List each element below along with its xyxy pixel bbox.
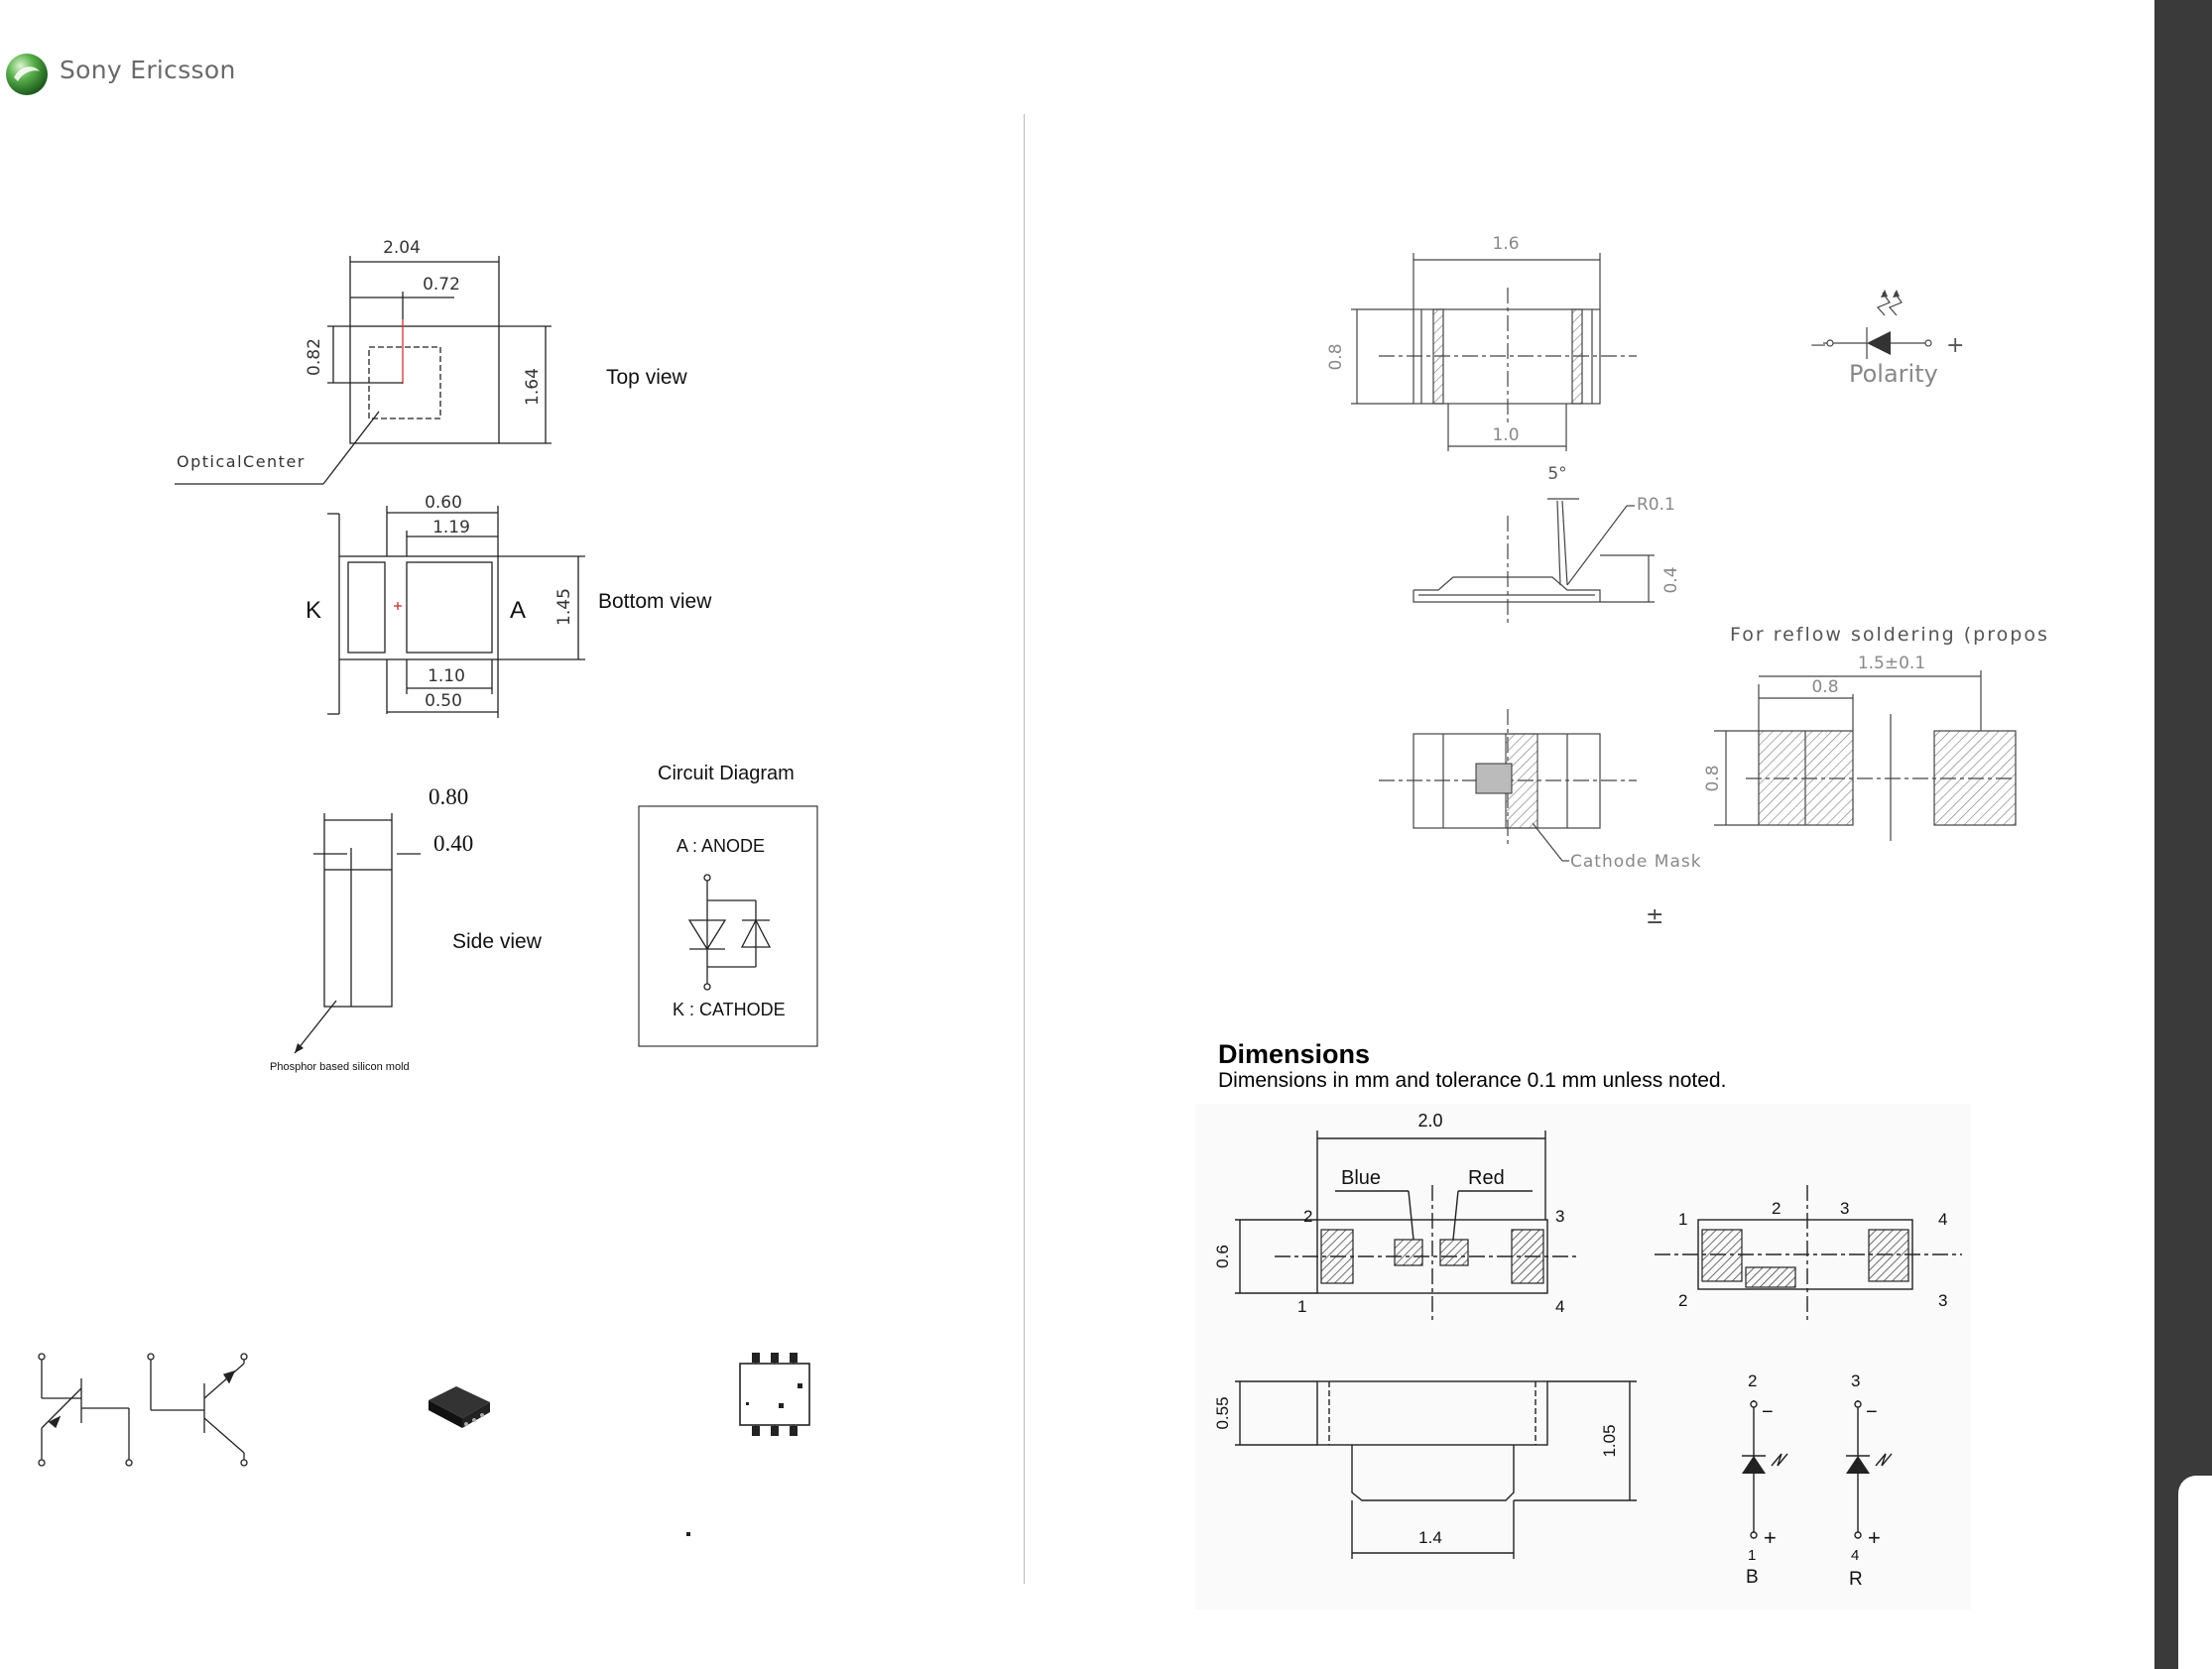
led-minus-r: − xyxy=(1866,1401,1878,1423)
right-dim-08: 0.8 xyxy=(1326,343,1346,370)
circuit-cathode-label: K : CATHODE xyxy=(673,1000,786,1019)
reflow-dim-15: 1.5±0.1 xyxy=(1858,654,1925,673)
top-view-dim-height: 1.64 xyxy=(523,368,543,406)
dims-06: 0.6 xyxy=(1213,1245,1232,1268)
dims-20: 2.0 xyxy=(1417,1111,1442,1131)
pin-3-left: 3 xyxy=(1555,1207,1564,1226)
led-pin-3: 3 xyxy=(1851,1371,1860,1390)
bottom-view-a: A xyxy=(510,597,526,624)
led-label-r: R xyxy=(1849,1569,1863,1590)
dimensions-title: Dimensions xyxy=(1218,1039,1371,1069)
side-radius: R0.1 xyxy=(1637,495,1675,515)
led-pin-4: 4 xyxy=(1851,1547,1859,1564)
circuit-anode-label: A : ANODE xyxy=(676,836,765,856)
top-view-dim-width: 2.04 xyxy=(383,238,421,258)
right-dim-10: 1.0 xyxy=(1492,425,1519,445)
pin-4-left: 4 xyxy=(1555,1297,1564,1316)
pin-3-right-bottom: 3 xyxy=(1938,1291,1947,1310)
bottom-view-k: K xyxy=(306,597,321,624)
pin-1-right: 1 xyxy=(1678,1210,1687,1229)
side-dim-04: 0.4 xyxy=(1661,566,1681,593)
dimensions-figure xyxy=(1195,1104,1971,1609)
brand-name: Sony Ericsson xyxy=(60,56,236,84)
side-view-dim-080: 0.80 xyxy=(429,784,468,809)
polarity-plus: + xyxy=(1946,333,1964,358)
top-view-label: Top view xyxy=(606,366,688,389)
reflow-dim-08b: 0.8 xyxy=(1703,765,1723,791)
bottom-view-dim-050: 0.50 xyxy=(425,691,462,711)
polarity-label: Polarity xyxy=(1849,360,1938,388)
chip-3d-icon xyxy=(429,1386,490,1428)
side-angle: 5° xyxy=(1547,464,1566,484)
brand-logo xyxy=(4,52,50,97)
dims-14: 1.4 xyxy=(1418,1528,1442,1547)
bottom-view-dim-110: 1.10 xyxy=(428,666,465,686)
pin-4-right: 4 xyxy=(1938,1210,1947,1229)
side-view-label: Side view xyxy=(452,930,543,953)
led-pin-1: 1 xyxy=(1748,1547,1756,1564)
cathode-mask-label: Cathode Mask xyxy=(1570,852,1702,872)
reflow-dim-08a: 0.8 xyxy=(1811,677,1838,697)
polarity-minus: − xyxy=(1809,333,1827,358)
pin-3-right: 3 xyxy=(1840,1199,1849,1218)
circuit-diagram-title: Circuit Diagram xyxy=(658,763,795,784)
column-divider xyxy=(1024,114,1025,1584)
dims-blue: Blue xyxy=(1341,1167,1381,1189)
phosphor-mold-label: Phosphor based silicon mold xyxy=(270,1061,410,1073)
side-view-dim-040: 0.40 xyxy=(433,831,473,856)
led-pin-2: 2 xyxy=(1748,1371,1757,1390)
bottom-view-label: Bottom view xyxy=(598,590,712,613)
right-dim-16: 1.6 xyxy=(1492,234,1519,254)
reflow-title: For reflow soldering (propos xyxy=(1730,624,2049,646)
dims-red: Red xyxy=(1468,1167,1505,1189)
page-edge-tab xyxy=(2178,1476,2212,1669)
plus-minus-symbol: ± xyxy=(1646,904,1663,929)
optical-center-label: OpticalCenter xyxy=(177,452,306,471)
pin-2-right: 2 xyxy=(1772,1199,1781,1218)
page-edge-bar xyxy=(2154,0,2212,1669)
led-minus-b: − xyxy=(1762,1401,1774,1423)
sony-ericsson-logo-icon xyxy=(6,54,48,95)
led-plus-r: + xyxy=(1868,1525,1881,1550)
dims-105: 1.05 xyxy=(1600,1424,1619,1457)
bottom-view-dim-119: 1.19 xyxy=(432,518,470,537)
bottom-view-dim-145: 1.45 xyxy=(554,588,574,626)
pin-2-right-bottom: 2 xyxy=(1678,1291,1687,1310)
dimensions-subtitle: Dimensions in mm and tolerance 0.1 mm un… xyxy=(1218,1069,1727,1092)
led-plus-b: + xyxy=(1764,1525,1777,1550)
top-view-dim-center-x: 0.72 xyxy=(423,275,460,295)
led-label-b: B xyxy=(1746,1567,1759,1588)
pin-1-left: 1 xyxy=(1297,1297,1306,1316)
pin-2-left: 2 xyxy=(1303,1207,1312,1226)
dims-055: 0.55 xyxy=(1213,1396,1232,1429)
bottom-view-dim-060: 0.60 xyxy=(425,493,462,513)
top-view-dim-center-y: 0.82 xyxy=(305,338,324,376)
